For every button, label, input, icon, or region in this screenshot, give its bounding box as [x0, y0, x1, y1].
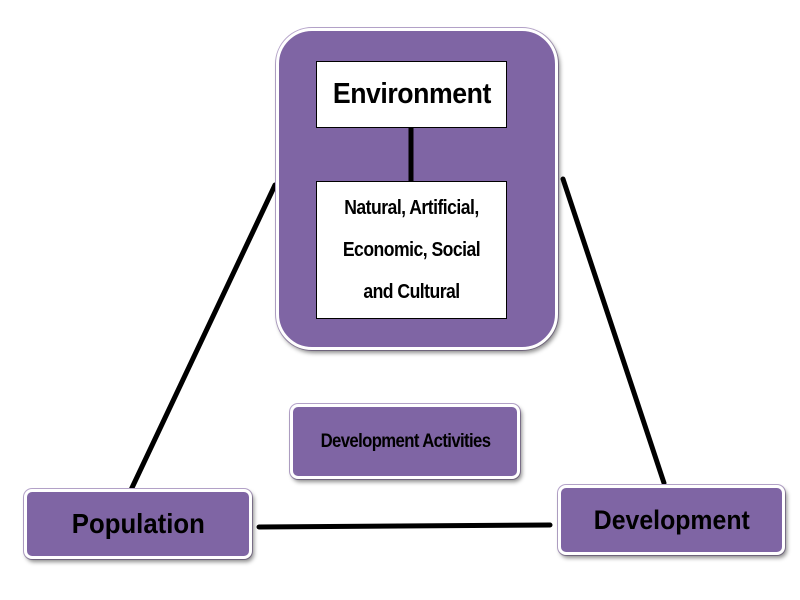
development-box: Development — [558, 485, 785, 555]
environment-types-box: Natural, Artificial, Economic, Social an… — [316, 181, 507, 319]
environment-title: Environment — [332, 78, 491, 110]
development-activities-box: Development Activities — [290, 404, 520, 479]
development-activities-label: Development Activities — [320, 430, 490, 452]
connector-population-development — [256, 522, 553, 530]
environment-types-text: Natural, Artificial, Economic, Social an… — [342, 197, 481, 303]
population-label: Population — [71, 508, 205, 539]
development-label: Development — [593, 504, 750, 535]
population-box: Population — [24, 489, 252, 559]
connector-environment-population — [127, 182, 278, 495]
environment-title-box: Environment — [316, 61, 507, 128]
connector-environment-development — [560, 176, 667, 486]
